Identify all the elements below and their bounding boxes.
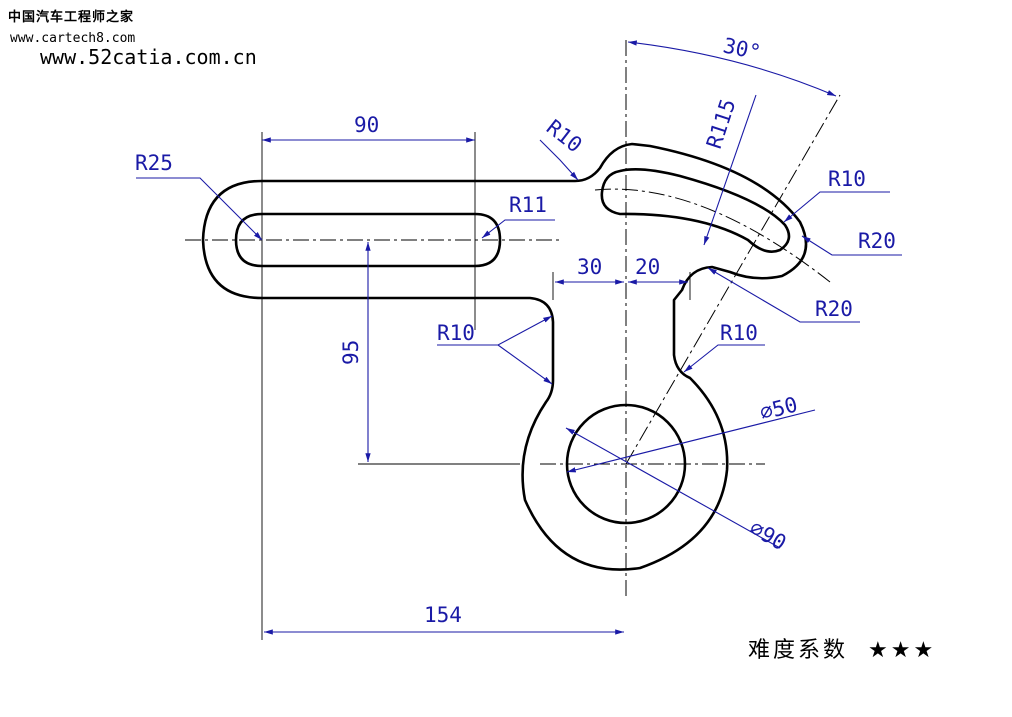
label-r10-right: R10 — [828, 167, 866, 191]
leader-r10-top — [539, 139, 579, 181]
dimension-lines — [136, 40, 902, 635]
center-lines — [185, 40, 841, 600]
site-url-52catia: www.52catia.com.cn — [40, 45, 257, 69]
site-title-cn: 中国汽车工程师之家 — [8, 10, 135, 25]
part-outline — [201, 142, 808, 571]
label-r25: R25 — [135, 151, 173, 175]
arc-center-line — [594, 188, 831, 283]
hub-bore-circle — [565, 403, 687, 525]
label-30: 30 — [577, 255, 602, 279]
label-d90: ∅90 — [746, 516, 791, 556]
label-95: 95 — [339, 340, 363, 365]
label-90: 90 — [354, 113, 379, 137]
label-r11: R11 — [509, 193, 547, 217]
leader-d90 — [565, 427, 781, 549]
label-r10-top: R10 — [542, 115, 587, 157]
dimension-labels: 30° R115 R10 R10 R20 R20 R25 R11 90 30 2… — [135, 33, 896, 627]
difficulty-rating: 难度系数 ★★★ — [748, 632, 936, 664]
leader-r20-right — [801, 235, 902, 256]
extension-lines — [261, 132, 691, 640]
leader-r10-mid — [683, 344, 765, 373]
angled-center-line — [625, 94, 841, 465]
angle-30-arc — [627, 40, 837, 97]
leader-r10-left-b — [497, 344, 553, 385]
label-r10-left: R10 — [437, 321, 475, 345]
leader-r115 — [703, 94, 757, 246]
leader-r20-lower — [707, 267, 860, 323]
label-154: 154 — [424, 603, 462, 627]
site-url-cartech8: www.cartech8.com — [10, 31, 136, 46]
label-r20-lower: R20 — [815, 297, 853, 321]
curved-slot — [600, 168, 791, 253]
label-r20-right: R20 — [858, 229, 896, 253]
difficulty-stars: ★★★ — [868, 638, 937, 663]
leader-d50 — [566, 409, 816, 473]
leader-r25 — [136, 177, 263, 241]
outer-contour — [201, 142, 808, 571]
leader-r10-right — [783, 191, 890, 223]
label-d50: ∅50 — [757, 392, 800, 424]
difficulty-label: 难度系数 — [748, 638, 849, 663]
label-r10-mid: R10 — [720, 321, 758, 345]
label-r115: R115 — [702, 96, 740, 152]
label-20: 20 — [635, 255, 660, 279]
leader-r11 — [481, 219, 555, 239]
